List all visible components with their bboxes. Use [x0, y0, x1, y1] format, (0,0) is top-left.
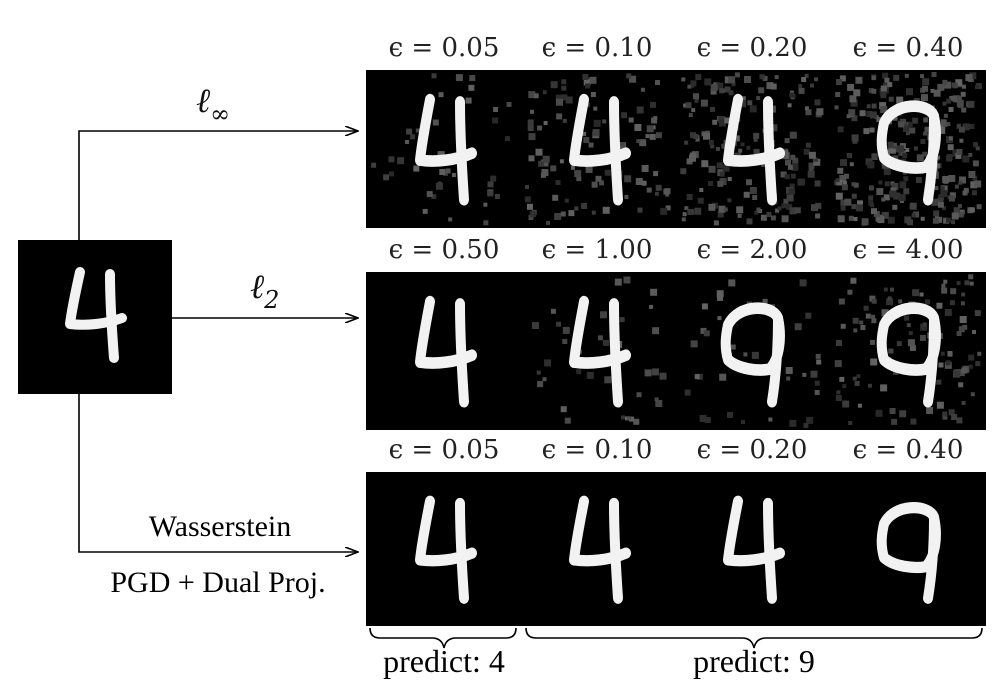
digit-9-glyph	[876, 502, 941, 604]
perturbed-image-panel	[834, 274, 982, 425]
perturbed-image-panel	[876, 502, 941, 604]
attack-label-pgd-dual-proj: PGD + Dual Proj.	[110, 566, 325, 599]
digit-4-glyph	[65, 267, 127, 363]
prediction-label-4: predict: 4	[383, 643, 505, 679]
digit-9-glyph	[876, 302, 941, 408]
row-wasserstein: ϵ = 0.05 ϵ = 0.10 ϵ = 0.20 ϵ = 0.40	[366, 435, 986, 626]
epsilon-label: ϵ = 2.00	[697, 235, 808, 265]
source-digit-glyph	[65, 267, 127, 363]
perturbed-image-panel	[532, 276, 667, 425]
brace-predict-9	[525, 627, 983, 649]
digit-9-glyph	[876, 100, 941, 206]
attack-label-linf: ℓ∞	[196, 81, 230, 128]
epsilon-label: ϵ = 0.40	[853, 33, 964, 63]
epsilon-label: ϵ = 0.20	[697, 33, 808, 63]
perturbation-noise	[834, 274, 982, 425]
epsilon-label: ϵ = 0.20	[697, 435, 808, 465]
perturbed-image-panel	[680, 72, 824, 226]
perturbed-image-panel	[834, 72, 982, 226]
epsilon-label: ϵ = 4.00	[853, 235, 964, 265]
perturbed-image-panel	[415, 295, 477, 408]
epsilon-label: ϵ = 0.05	[389, 435, 500, 465]
perturbed-image-panel	[415, 495, 477, 604]
digit-9-glyph	[720, 302, 785, 408]
epsilon-label: ϵ = 0.10	[542, 435, 653, 465]
digit-4-glyph	[569, 93, 631, 206]
perturbed-image-panel	[569, 495, 631, 604]
row-l2: ϵ = 0.50 ϵ = 1.00 ϵ = 2.00 ϵ = 4.00	[366, 235, 986, 430]
epsilon-label: ϵ = 0.05	[389, 33, 500, 63]
digit-4-glyph	[723, 93, 785, 206]
prediction-label-9: predict: 9	[693, 643, 815, 679]
digit-4-glyph	[415, 93, 477, 206]
prediction-braces	[369, 627, 983, 649]
perturbation-noise	[680, 72, 824, 226]
brace-predict-4	[369, 627, 517, 649]
epsilon-label: ϵ = 0.40	[853, 435, 964, 465]
row-linf: ϵ = 0.05 ϵ = 0.10 ϵ = 0.20 ϵ = 0.40	[366, 33, 986, 228]
perturbation-noise	[371, 73, 512, 226]
attack-label-l2: ℓ2	[250, 267, 279, 314]
epsilon-label: ϵ = 0.50	[389, 235, 500, 265]
epsilon-label: ϵ = 1.00	[542, 235, 653, 265]
source-image	[18, 240, 172, 394]
epsilon-label: ϵ = 0.10	[542, 33, 653, 63]
digit-4-glyph	[415, 495, 477, 604]
digit-4-glyph	[723, 495, 785, 604]
perturbed-image-panel	[371, 73, 512, 226]
perturbation-noise	[524, 73, 671, 225]
connector-arrows	[78, 131, 358, 552]
digit-4-glyph	[569, 295, 631, 408]
perturbation-noise	[532, 276, 667, 425]
perturbed-image-panel	[684, 279, 822, 428]
digit-4-glyph	[569, 495, 631, 604]
perturbed-image-panel	[524, 73, 671, 225]
perturbed-image-panel	[723, 495, 785, 604]
attack-label-wasserstein: Wasserstein	[149, 510, 292, 543]
arrow-row-1	[78, 131, 358, 240]
arrow-row-3	[78, 394, 358, 552]
digit-4-glyph	[415, 295, 477, 408]
